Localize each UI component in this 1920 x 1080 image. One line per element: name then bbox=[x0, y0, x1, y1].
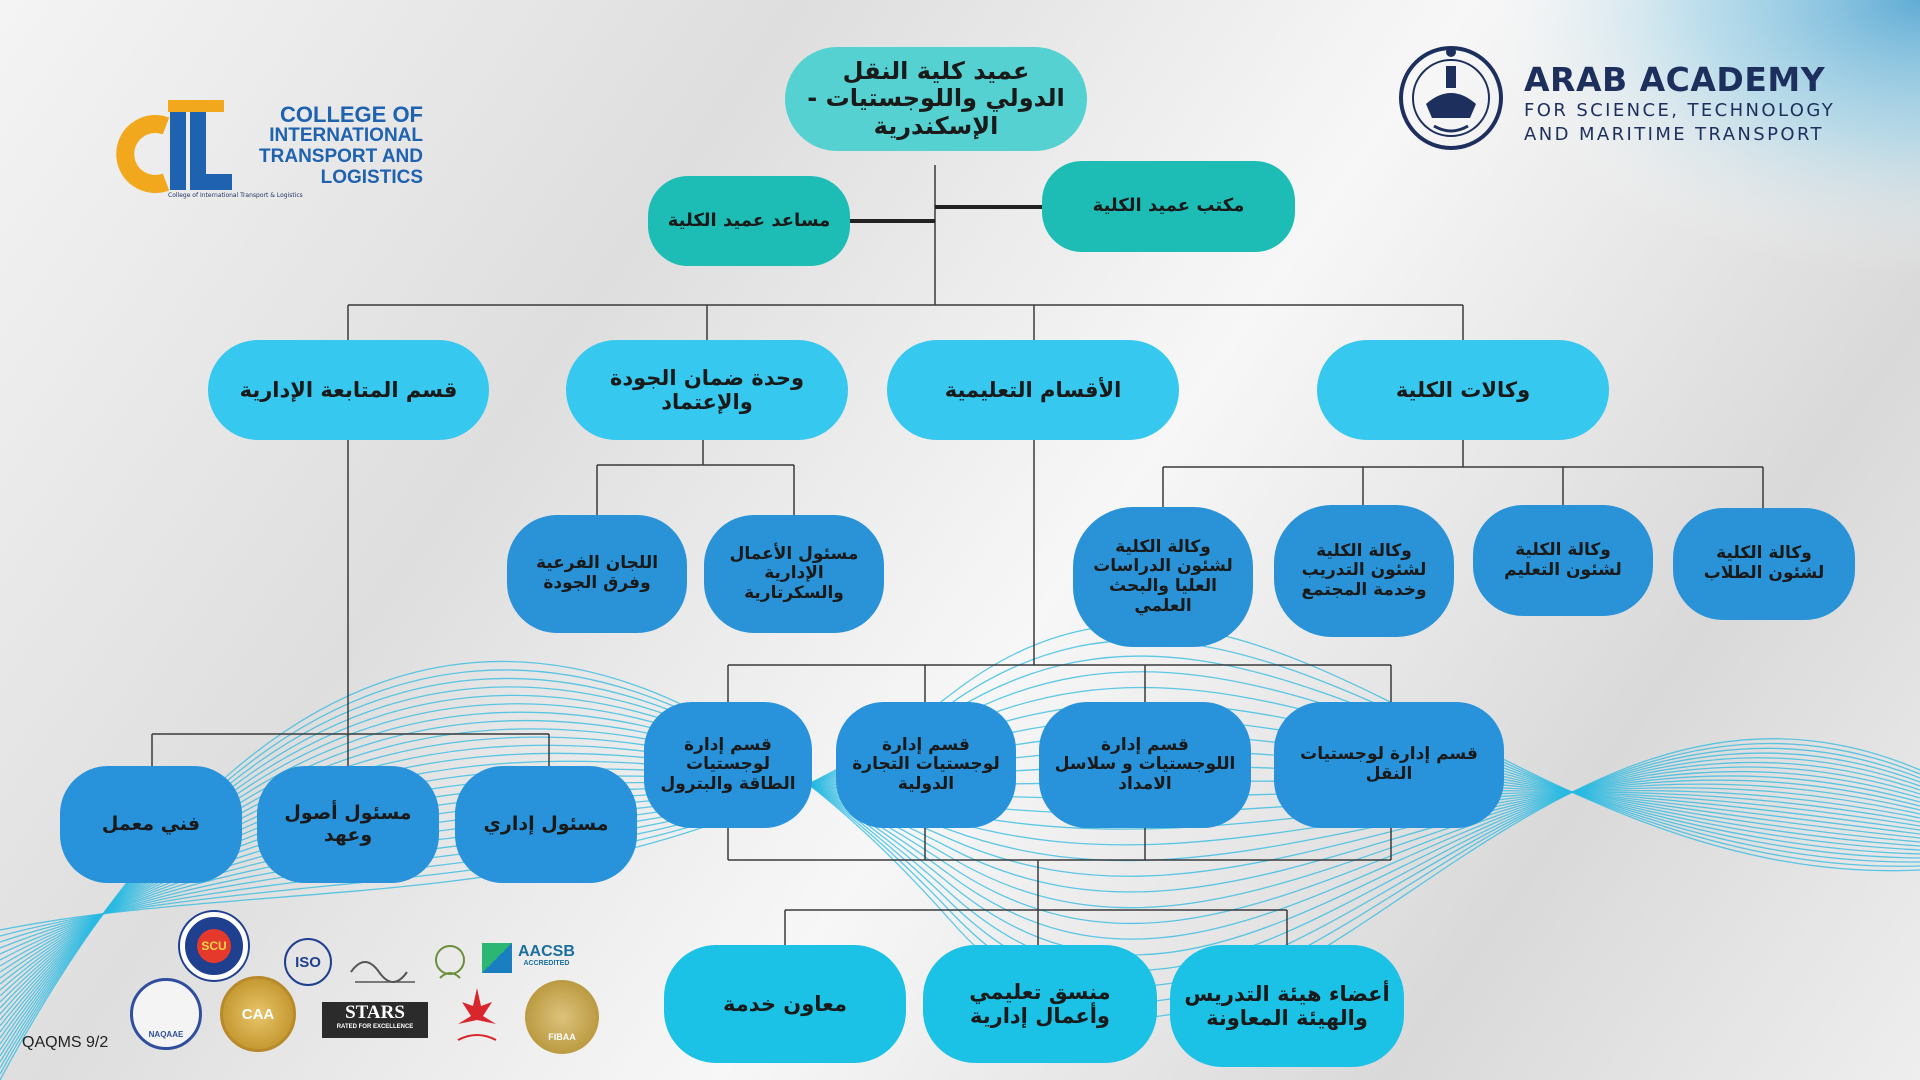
arab-academy-subtitle-1: FOR SCIENCE, TECHNOLOGY bbox=[1524, 100, 1836, 121]
wave-line bbox=[0, 623, 1920, 931]
node-vd-graduate: وكالة الكلية لشئون الدراسات العليا والبح… bbox=[1073, 507, 1253, 647]
aacsb-sub: ACCREDITED bbox=[523, 960, 570, 967]
node-admin-followup: قسم المتابعة الإدارية bbox=[208, 340, 489, 440]
oman-ministry-emblem-icon bbox=[435, 945, 465, 979]
naqaae-badge: NAQAAE bbox=[130, 978, 202, 1050]
caa-badge: CAA bbox=[220, 976, 296, 1052]
stars-badge: STARS RATED FOR EXCELLENCE bbox=[322, 1002, 428, 1038]
aacsb-badge: AACSB ACCREDITED bbox=[482, 938, 592, 978]
arab-academy-emblem-icon bbox=[1399, 46, 1503, 150]
scu-badge: SCU bbox=[180, 912, 248, 980]
node-vd-education: وكالة الكلية لشئون التعليم bbox=[1473, 505, 1653, 616]
node-admin-officer: مسئول إداري bbox=[455, 766, 637, 883]
citl-letters-icon bbox=[116, 100, 232, 193]
node-academic-depts: الأقسام التعليمية bbox=[887, 340, 1179, 440]
node-service-assistant: معاون خدمة bbox=[664, 945, 906, 1063]
citl-line-1: COLLEGE OF bbox=[280, 102, 423, 127]
node-faculty-members: أعضاء هيئة التدريس والهيئة المعاونة bbox=[1170, 945, 1404, 1067]
node-dean: عميد كلية النقل الدولي واللوجستيات - الإ… bbox=[785, 47, 1087, 151]
naqaae-label: NAQAAE bbox=[148, 1030, 184, 1039]
ministry-emblem-icon bbox=[350, 961, 415, 983]
oman-emblem-icon bbox=[457, 988, 497, 1041]
node-dept-trade: قسم إدارة لوجستيات التجارة الدولية bbox=[836, 702, 1016, 828]
caa-label: CAA bbox=[241, 1005, 275, 1023]
node-vd-training: وكالة الكلية لشئون التدريب وخدمة المجتمع bbox=[1274, 505, 1454, 637]
node-admin-affairs: مسئول الأعمال الإدارية والسكرتارية bbox=[704, 515, 884, 633]
document-code: QAQMS 9/2 bbox=[22, 1034, 109, 1051]
aacsb-label: AACSB bbox=[518, 943, 575, 960]
node-assets-officer: مسئول أصول وعهد bbox=[257, 766, 439, 883]
node-vd-students: وكالة الكلية لشئون الطلاب bbox=[1673, 508, 1855, 620]
aacsb-icon bbox=[482, 943, 512, 973]
stars-label: STARS bbox=[345, 1002, 405, 1023]
iso-label: ISO bbox=[295, 953, 321, 971]
node-vice-deans: وكالات الكلية bbox=[1317, 340, 1609, 440]
node-dept-supply: قسم إدارة اللوجستيات و سلاسل الامداد bbox=[1039, 702, 1251, 828]
citl-line-3: TRANSPORT AND bbox=[259, 146, 423, 167]
arab-academy-subtitle-2: AND MARITIME TRANSPORT bbox=[1524, 124, 1824, 145]
node-sub-committees: اللجان الفرعية وفرق الجودة bbox=[507, 515, 687, 633]
node-lab-tech: فني معمل bbox=[60, 766, 242, 883]
stars-sub: RATED FOR EXCELLENCE bbox=[336, 1024, 414, 1030]
citl-line-4: LOGISTICS bbox=[320, 167, 423, 188]
node-quality-unit: وحدة ضمان الجودة والإعتماد bbox=[566, 340, 848, 440]
citl-line-2: INTERNATIONAL bbox=[269, 125, 423, 146]
node-assistant-dean: مساعد عميد الكلية bbox=[648, 176, 850, 266]
accreditation-badges: SCU ISO AACSB ACCREDITED NAQAAE CAA STAR… bbox=[130, 908, 610, 1058]
node-dept-energy: قسم إدارة لوجستيات الطاقة والبترول bbox=[644, 702, 812, 828]
iso-badge: ISO bbox=[284, 938, 332, 986]
citl-tagline: College of International Transport & Log… bbox=[168, 192, 303, 199]
scu-label: SCU bbox=[197, 929, 231, 963]
fibaa-label: FIBAA bbox=[548, 1032, 576, 1042]
citl-logo: COLLEGE OF INTERNATIONAL TRANSPORT AND L… bbox=[108, 98, 428, 208]
node-dean-office: مكتب عميد الكلية bbox=[1042, 161, 1295, 252]
node-edu-coordinator: منسق تعليمي وأعمال إدارية bbox=[923, 945, 1157, 1063]
arab-academy-logo: ARAB ACADEMY FOR SCIENCE, TECHNOLOGY AND… bbox=[1396, 42, 1886, 152]
fibaa-badge: FIBAA bbox=[525, 980, 599, 1054]
node-dept-transport: قسم إدارة لوجستيات النقل bbox=[1274, 702, 1504, 828]
arab-academy-title: ARAB ACADEMY bbox=[1524, 60, 1826, 99]
